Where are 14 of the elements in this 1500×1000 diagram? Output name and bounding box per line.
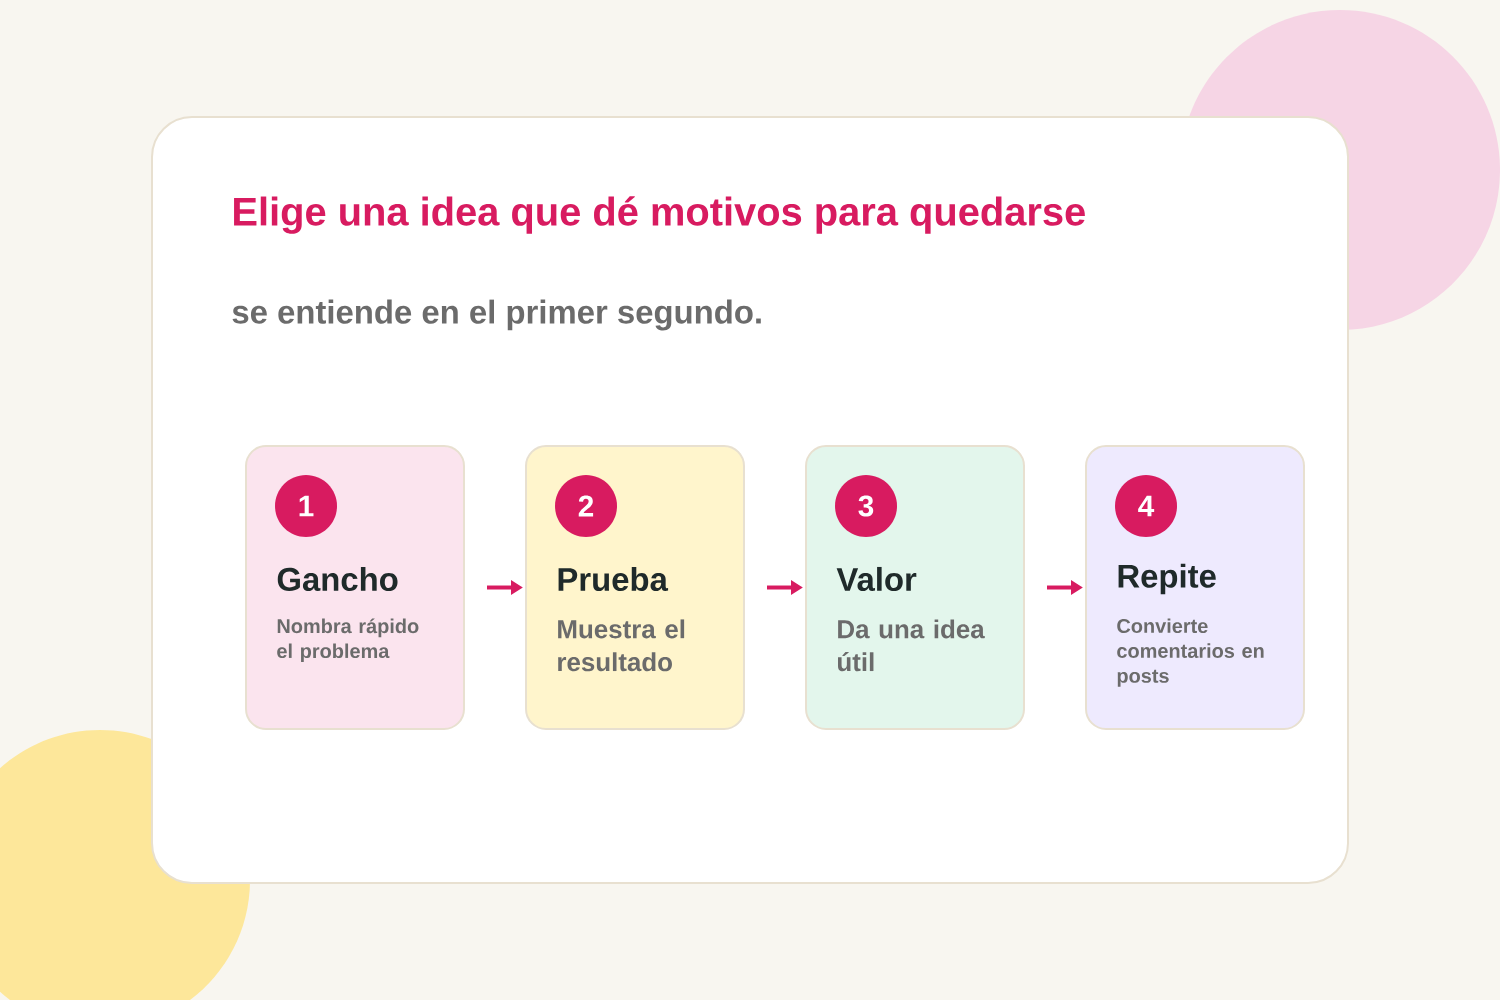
number-badge: 3 xyxy=(835,475,897,537)
number-badge: 1 xyxy=(275,475,337,537)
step-title: Valor xyxy=(836,566,917,592)
subtitle: se entiende en el primer segundo. xyxy=(232,299,761,331)
step-description: Nombra rápido el problema xyxy=(277,618,419,663)
number-badge: 4 xyxy=(1115,475,1177,537)
heading: Elige una idea que dé motivos para quedarse xyxy=(234,196,1085,234)
step-title: Repite xyxy=(1118,563,1216,595)
step-title: Gancho xyxy=(277,566,398,592)
step-title: Prueba xyxy=(558,566,669,592)
step-description: Muestra el resultado xyxy=(558,619,685,672)
step-description: Convierte comentarios en posts xyxy=(1117,618,1264,687)
number-badge: 2 xyxy=(555,475,617,537)
step-description: Da una idea útil xyxy=(838,619,985,672)
